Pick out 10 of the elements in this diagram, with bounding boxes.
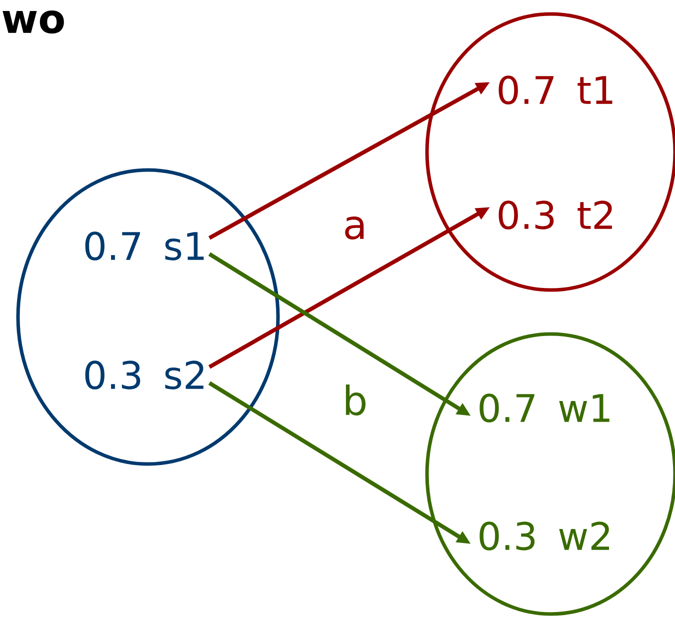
text-label: a: [345, 216, 364, 240]
value-label: 0.7 w1: [480, 394, 610, 422]
value-label: 0.7 t1: [498, 76, 612, 104]
value-label: 0.3 s2: [85, 360, 204, 390]
ellipse: [16, 168, 280, 466]
text-label: b: [346, 384, 366, 416]
value-label: 0.3 w2: [480, 522, 610, 550]
value-label: 0.3 t2: [498, 200, 612, 230]
text-label: wo: [2, 10, 64, 34]
value-label: 0.7 s1: [85, 232, 204, 260]
